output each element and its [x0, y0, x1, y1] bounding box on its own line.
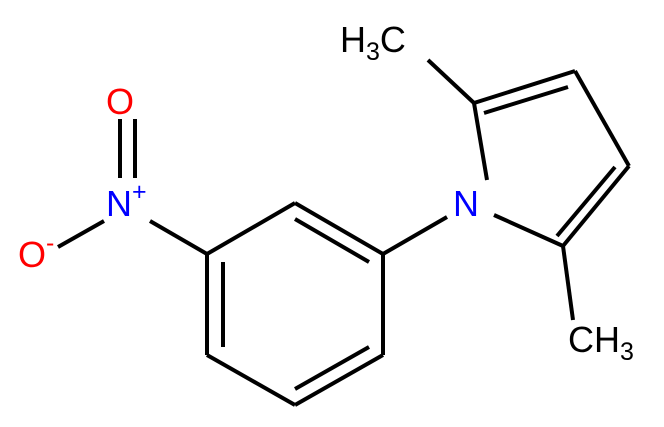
bond-ar5	[294, 353, 384, 407]
bond-n1-c2	[472, 102, 489, 181]
bond-ar4	[206, 353, 296, 407]
label-ch3-bottom: CH3	[568, 319, 634, 366]
n-nitro-symbol: N	[106, 183, 132, 224]
bond-phenyl-nitro	[148, 219, 209, 256]
bond-ar2	[205, 201, 297, 256]
o-single-symbol: O	[18, 234, 46, 275]
bond-c4-c5	[561, 164, 631, 248]
ch3-top-h: H	[340, 19, 366, 60]
svg-text:H3C: H3C	[340, 19, 406, 66]
ch3-bottom-sub: 3	[620, 338, 634, 366]
bond-c5-methyl	[561, 245, 575, 321]
label-ch3-top: H3C	[340, 19, 406, 66]
bond-c2-c3-inner	[483, 85, 569, 115]
label-o-double: O	[106, 81, 134, 122]
bond-c2-methyl	[426, 58, 476, 105]
label-n-nitro: N+	[106, 178, 147, 224]
bond-n1-phenyl	[381, 215, 449, 256]
bond-c3-c4	[573, 70, 631, 167]
pyrrole-ring	[472, 69, 631, 248]
bond-ar1-inner	[293, 217, 371, 264]
bond-ar5-inner	[294, 345, 370, 391]
svg-text:O-: O-	[18, 229, 54, 275]
svg-text:N+: N+	[106, 178, 147, 224]
bond-ar1	[293, 201, 385, 256]
bond-c5-n1	[493, 213, 564, 248]
bond-nitro-o-single	[57, 219, 105, 249]
ch3-bottom-ch: CH	[568, 319, 620, 360]
ch3-top-sub: 3	[366, 38, 380, 66]
svg-text:CH3: CH3	[568, 319, 634, 366]
n-nitro-charge: +	[132, 178, 147, 206]
label-n-pyrrole: N	[453, 183, 479, 224]
o-single-charge: -	[46, 229, 54, 257]
ch3-top-c: C	[380, 19, 406, 60]
bond-c2-c3	[473, 69, 576, 105]
benzene-ring	[205, 201, 385, 407]
bond-c4-c5-inner	[555, 165, 617, 238]
label-o-single: O-	[18, 229, 54, 275]
